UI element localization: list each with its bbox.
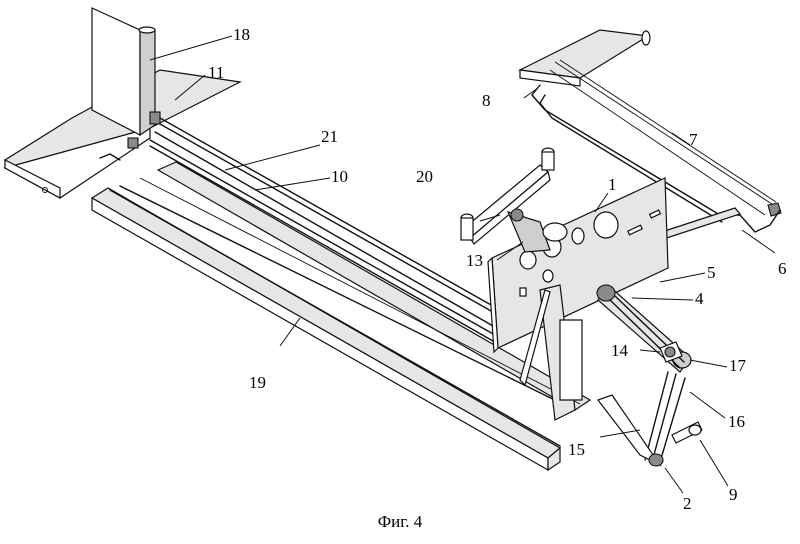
lower-mechanism [519, 284, 703, 467]
reference-numerals: 18 11 21 10 19 20 13 1 7 8 6 5 4 14 17 1… [208, 25, 787, 510]
label-11: 11 [208, 63, 224, 82]
label-10: 10 [331, 167, 348, 186]
label-7: 7 [689, 130, 698, 149]
figure-caption: Фиг. 4 [377, 512, 423, 531]
label-6: 6 [778, 259, 787, 278]
foot-rest-assembly [3, 7, 242, 200]
label-17: 17 [729, 356, 747, 375]
leader-lines [149, 35, 776, 494]
label-9: 9 [729, 485, 738, 504]
mechanism-drawing: 18 11 21 10 19 20 13 1 7 8 6 5 4 14 17 1… [3, 7, 787, 510]
label-20: 20 [416, 167, 433, 186]
label-1: 1 [608, 175, 617, 194]
label-13: 13 [466, 251, 483, 270]
base-frame [90, 161, 592, 472]
label-15: 15 [568, 440, 585, 459]
handle-assembly [460, 147, 568, 253]
label-5: 5 [707, 263, 716, 282]
label-8: 8 [482, 91, 491, 110]
label-2: 2 [683, 494, 692, 510]
long-rods [149, 117, 501, 346]
label-18: 18 [233, 25, 250, 44]
label-19: 19 [249, 373, 266, 392]
label-4: 4 [695, 289, 704, 308]
label-16: 16 [728, 412, 745, 431]
front-panel [487, 177, 669, 354]
label-21: 21 [321, 127, 338, 146]
label-14: 14 [611, 341, 629, 360]
